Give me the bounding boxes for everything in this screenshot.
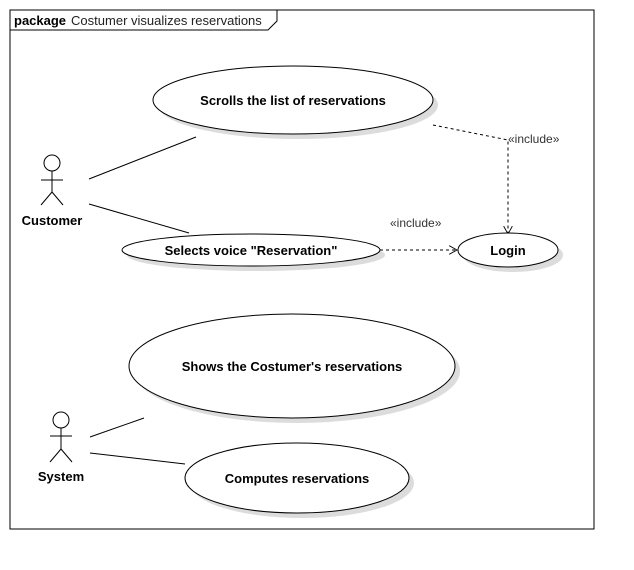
actor-customer[interactable]: [40, 154, 64, 206]
association-customer-selects: [88, 203, 190, 234]
package-frame: package Costumer visualizes reservations: [9, 9, 595, 530]
actor-customer-label: Customer: [22, 213, 83, 228]
use-case-login[interactable]: Login: [457, 232, 563, 272]
use-case-shows-label: Shows the Costumer's reservations: [182, 359, 403, 374]
use-case-selects[interactable]: Selects voice "Reservation": [121, 233, 385, 271]
actor-system[interactable]: [49, 411, 73, 463]
package-keyword: package: [14, 13, 66, 28]
use-case-shows[interactable]: Shows the Costumer's reservations: [128, 313, 460, 423]
actor-customer-head-icon: [43, 154, 61, 172]
include-label-selects: «include»: [390, 216, 442, 230]
use-case-computes[interactable]: Computes reservations: [184, 442, 414, 518]
association-customer-scrolls: [88, 136, 197, 180]
include-scrolls-login: [432, 124, 508, 234]
use-case-selects-label: Selects voice "Reservation": [165, 243, 338, 258]
package-name: Costumer visualizes reservations: [71, 13, 262, 28]
use-case-scrolls-label: Scrolls the list of reservations: [200, 93, 386, 108]
use-case-computes-label: Computes reservations: [225, 471, 370, 486]
association-system-shows: [89, 417, 145, 438]
actor-system-head-icon: [52, 411, 70, 429]
package-label: package Costumer visualizes reservations: [14, 13, 262, 28]
include-label-scrolls: «include»: [508, 132, 560, 146]
use-case-scrolls[interactable]: Scrolls the list of reservations: [152, 65, 438, 139]
actor-system-label: System: [38, 469, 84, 484]
use-case-login-label: Login: [490, 243, 525, 258]
package-tab: [10, 10, 278, 31]
association-system-computes: [89, 452, 186, 465]
